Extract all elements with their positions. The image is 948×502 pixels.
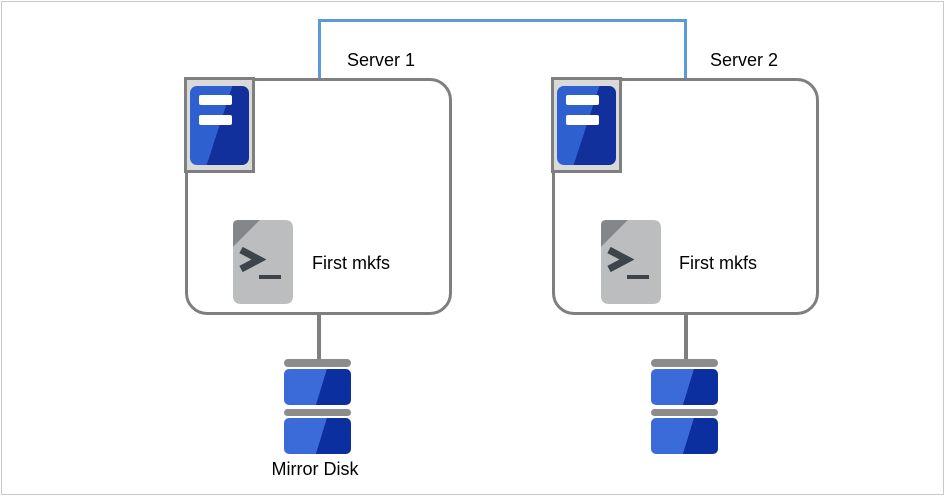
disk-cap — [284, 359, 351, 367]
disk-cap — [651, 409, 718, 416]
server1-disk-connector-line — [317, 313, 321, 360]
server-tower-icon — [184, 77, 255, 173]
server2-disk-stack-icon — [651, 359, 718, 454]
server-tower-icon — [551, 77, 622, 173]
server-tower-body — [190, 86, 249, 165]
server2-disk-connector-line — [684, 313, 688, 360]
disk-cap — [284, 409, 351, 416]
server-tower-body — [557, 86, 616, 165]
disk-platter — [284, 369, 351, 405]
server-drive-slot — [199, 95, 232, 105]
server1-label: Server 1 — [347, 50, 416, 70]
server1-command-label: First mkfs — [312, 253, 390, 273]
terminal-script-icon — [232, 219, 294, 305]
server-drive-slot — [566, 115, 599, 125]
server2-command-label: First mkfs — [679, 253, 757, 273]
disk-platter — [651, 369, 718, 405]
diagram-canvas: Server 1 Server 2 First mkfs Mirror Disk — [1, 1, 944, 495]
server2-label: Server 2 — [710, 50, 779, 70]
disk-platter — [651, 418, 718, 454]
mirror-disk-label: Mirror Disk — [271, 459, 359, 479]
server-drive-slot — [199, 115, 232, 125]
terminal-script-icon — [600, 219, 662, 305]
interconnect-link-line — [318, 19, 687, 78]
disk-cap — [651, 359, 718, 367]
server-drive-slot — [566, 95, 599, 105]
disk-platter — [284, 418, 351, 454]
server1-disk-stack-icon — [284, 359, 351, 454]
